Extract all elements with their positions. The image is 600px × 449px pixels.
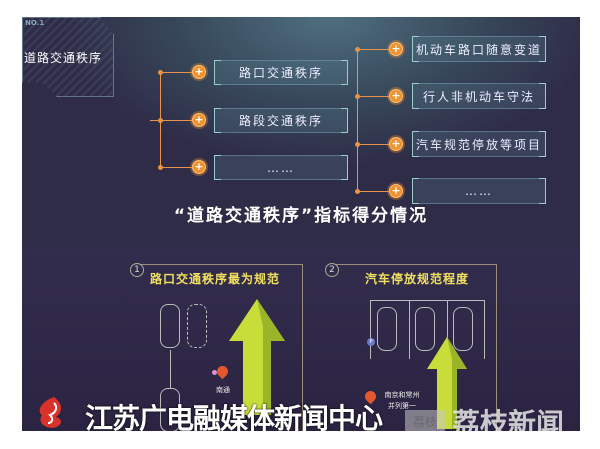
connector bbox=[357, 96, 389, 97]
panel-number: 2 bbox=[325, 263, 339, 277]
parking-divider bbox=[409, 300, 410, 359]
plus-icon: + bbox=[192, 65, 206, 79]
connector bbox=[357, 49, 389, 50]
car-outline-icon bbox=[187, 304, 207, 348]
node-level3: 机动车路口随意变道 bbox=[412, 36, 546, 62]
node-level3: 行人非机动车守法 bbox=[412, 83, 546, 109]
plus-icon: + bbox=[192, 113, 206, 127]
car-icon bbox=[415, 307, 435, 351]
connector bbox=[357, 144, 389, 145]
plus-icon: + bbox=[389, 42, 403, 56]
city-line: 并列第一 bbox=[388, 402, 416, 410]
section-title: “道路交通秩序”指标得分情况 bbox=[173, 206, 429, 226]
panel-number: 1 bbox=[130, 263, 144, 277]
lower-background bbox=[22, 247, 580, 431]
plus-icon: + bbox=[389, 184, 403, 198]
car-icon bbox=[160, 388, 180, 431]
up-arrow-icon bbox=[229, 299, 285, 415]
city-label: 南通 bbox=[216, 386, 230, 394]
plus-icon: + bbox=[389, 137, 403, 151]
car-icon bbox=[160, 304, 180, 348]
node-dot bbox=[158, 165, 163, 170]
root-label: 道路交通秩序 bbox=[24, 51, 103, 65]
brand-watermark: 荔枝新闻 bbox=[452, 407, 565, 431]
path-line bbox=[170, 350, 171, 388]
node-dot bbox=[355, 47, 360, 52]
panel-intersection: 1 路口交通秩序最为规范 bbox=[130, 263, 303, 431]
root-tag: NO.1 bbox=[25, 19, 45, 27]
connector bbox=[160, 72, 192, 73]
watermark-text: 江苏广电融媒体新闻中心 bbox=[85, 402, 383, 431]
broadcaster-logo bbox=[39, 397, 62, 428]
node-dot bbox=[158, 70, 163, 75]
node-level2: 路口交通秩序 bbox=[214, 60, 348, 85]
parking-divider bbox=[447, 300, 448, 359]
node-level2: …… bbox=[214, 155, 348, 180]
connector bbox=[160, 120, 192, 121]
panel-title: 路口交通秩序最为规范 bbox=[150, 272, 281, 286]
node-level3: 汽车规范停放等项目 bbox=[412, 131, 546, 157]
node-dot bbox=[355, 142, 360, 147]
path-dot bbox=[212, 370, 217, 375]
plus-icon: + bbox=[192, 160, 206, 174]
parking-lot bbox=[370, 300, 485, 359]
brand-badge: 荔枝 bbox=[405, 410, 445, 431]
panel-title: 汽车停放规范程度 bbox=[365, 272, 470, 286]
parking-sign-icon: P bbox=[367, 338, 375, 346]
car-icon bbox=[377, 307, 397, 351]
connector bbox=[357, 49, 358, 192]
plus-icon: + bbox=[389, 89, 403, 103]
root-node: NO.1 道路交通秩序 bbox=[22, 17, 114, 97]
infographic: NO.1 道路交通秩序 + + + 路口交通秩序 路段交通秩序 …… + + +… bbox=[22, 17, 580, 431]
connector bbox=[150, 120, 160, 121]
node-dot bbox=[355, 94, 360, 99]
node-dot bbox=[355, 189, 360, 194]
panel-parking: 2 汽车停放规范程度 bbox=[325, 263, 497, 431]
connector bbox=[160, 167, 192, 168]
up-arrow-icon bbox=[427, 337, 467, 429]
car-icon bbox=[453, 307, 473, 351]
node-level3: …… bbox=[412, 178, 546, 204]
node-dot bbox=[158, 118, 163, 123]
city-line: 南京和常州 bbox=[384, 391, 420, 399]
connector bbox=[357, 191, 389, 192]
city-label: 南京和常州 并列第一 bbox=[377, 390, 427, 412]
node-level2: 路段交通秩序 bbox=[214, 108, 348, 133]
